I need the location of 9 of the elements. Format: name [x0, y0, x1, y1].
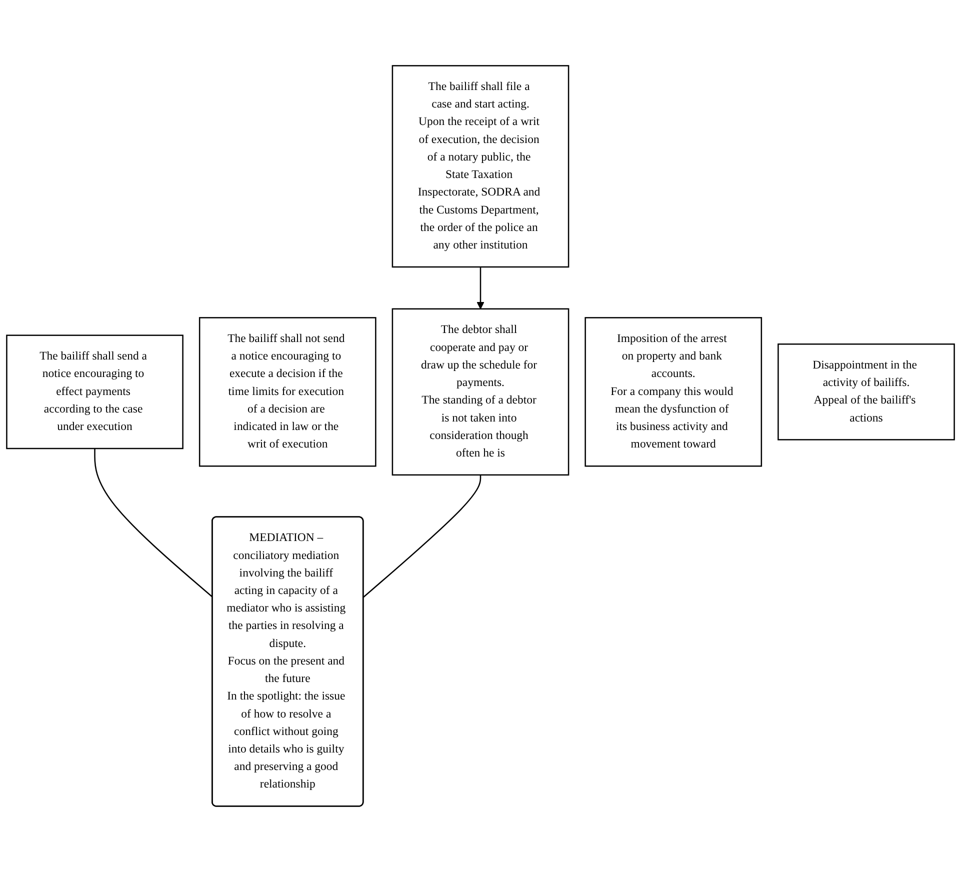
connector [94, 448, 213, 598]
node-box: The bailiff shall file a case and start acting. Upon the receipt of a writ of execution, the decision of a notary public, the State Taxation Inspectorate, SODRA and the Customs Department, the order of the police an any other institution [392, 64, 570, 268]
node-box: The bailiff shall send a notice encouraging to effect payments according to the case under execution [6, 334, 184, 449]
node-box: Imposition of the arrest on property and bank accounts. For a company this would mean the dysfunction of its business activity and movement toward [584, 316, 762, 466]
node-box: Disappointment in the activity of bailiffs. Appeal of the bailiff's actions [778, 343, 955, 440]
node-box: The bailiff shall not send a notice encouraging to execute a decision if the time limits for execution of a decision are indicated in law or the writ of execution [198, 316, 376, 466]
arrow [476, 266, 484, 309]
node-box: The debtor shall cooperate and pay or draw up the schedule for payments. The standing of a debtor is not taken into consideration though often he is [392, 308, 570, 476]
connector [363, 474, 482, 598]
